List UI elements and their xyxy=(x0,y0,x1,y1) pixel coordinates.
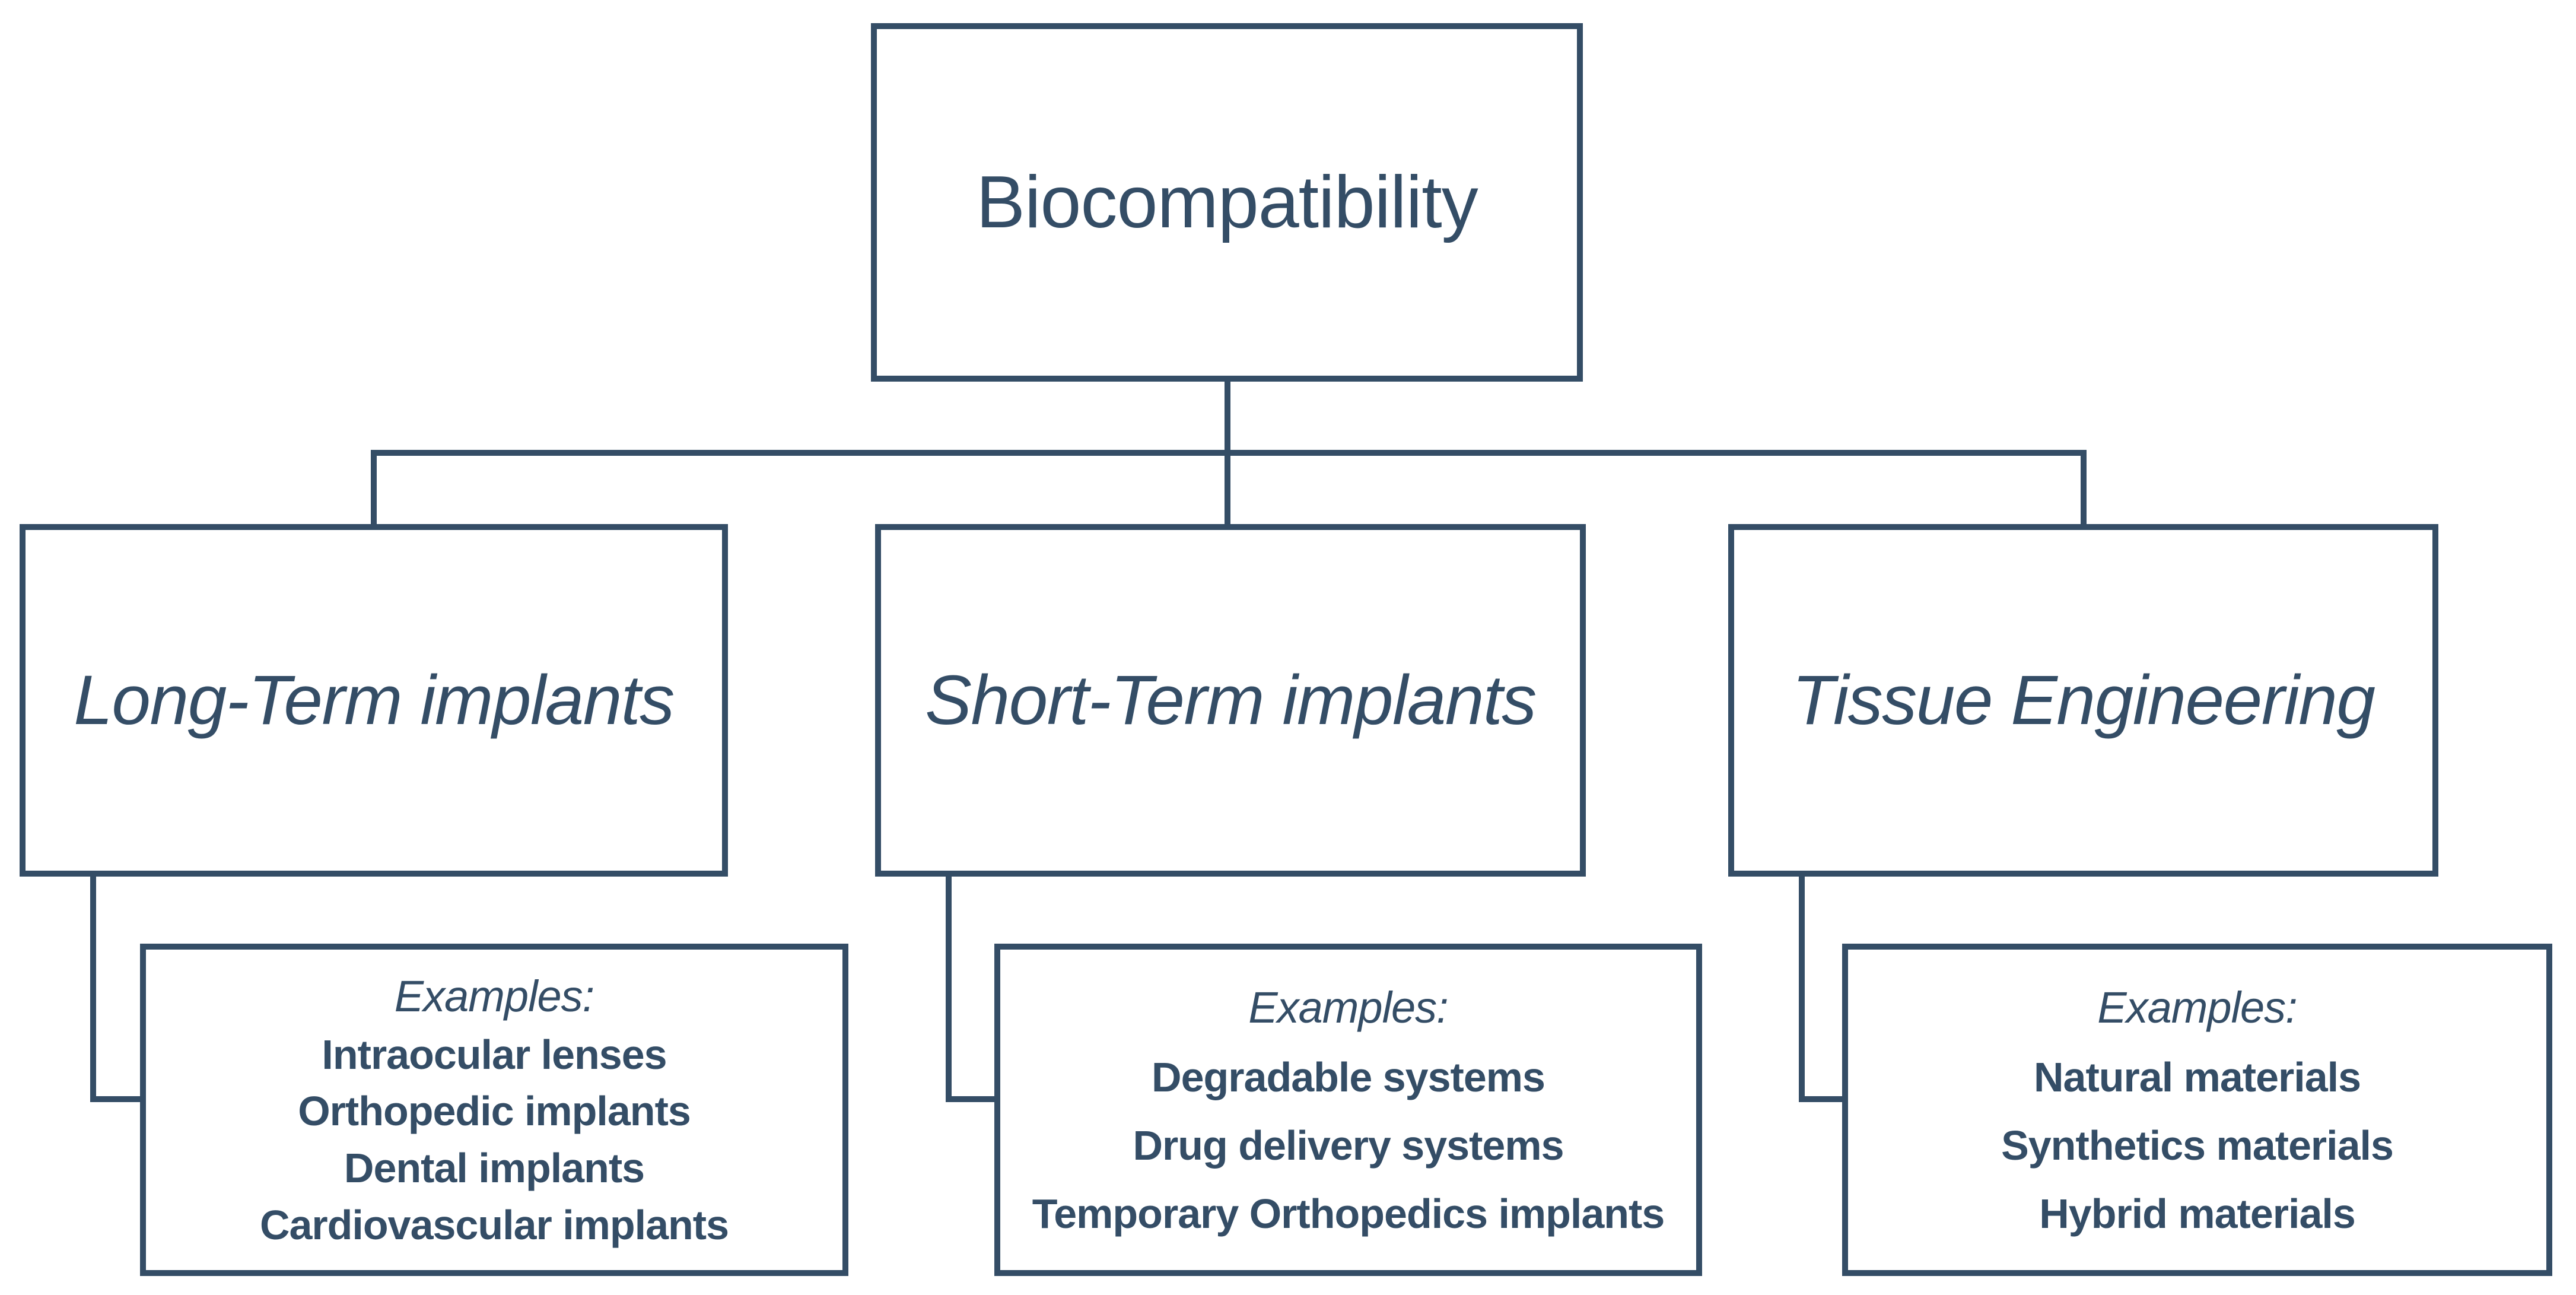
example-item: Temporary Orthopedics implants xyxy=(1032,1191,1665,1237)
example-item: Hybrid materials xyxy=(2039,1191,2356,1237)
connector-tissue-examples-horizontal xyxy=(1799,1096,1848,1102)
example-item: Cardiovascular implants xyxy=(259,1202,729,1249)
examples-short-term-implants: Examples: Degradable systems Drug delive… xyxy=(994,944,1702,1276)
example-item: Synthetics materials xyxy=(2001,1122,2394,1169)
node-short-term-implants: Short-Term implants xyxy=(875,524,1586,877)
example-item: Orthopedic implants xyxy=(298,1088,691,1135)
examples-heading: Examples: xyxy=(2097,983,2297,1032)
node-biocompatibility: Biocompatibility xyxy=(871,23,1583,382)
connector-rail xyxy=(371,450,2087,456)
connector-short-term-examples-vertical xyxy=(946,877,952,1102)
examples-heading: Examples: xyxy=(394,971,594,1021)
connector-tissue-examples-vertical xyxy=(1799,877,1805,1102)
example-item: Intraocular lenses xyxy=(322,1031,667,1078)
example-item: Dental implants xyxy=(344,1145,645,1192)
connector-long-term-examples-vertical xyxy=(90,877,96,1102)
connector-long-term-examples-horizontal xyxy=(90,1096,146,1102)
node-short-term-implants-label: Short-Term implants xyxy=(925,661,1537,739)
connector-short-term-examples-horizontal xyxy=(946,1096,1000,1102)
example-item: Degradable systems xyxy=(1152,1054,1545,1100)
node-long-term-implants-label: Long-Term implants xyxy=(74,661,675,739)
connector-drop-tissue xyxy=(2081,450,2087,524)
node-tissue-engineering-label: Tissue Engineering xyxy=(1792,661,2375,739)
node-long-term-implants: Long-Term implants xyxy=(20,524,728,877)
node-biocompatibility-label: Biocompatibility xyxy=(976,161,1478,243)
example-item: Drug delivery systems xyxy=(1133,1122,1564,1169)
example-item: Natural materials xyxy=(2033,1054,2361,1100)
examples-long-term-implants: Examples: Intraocular lenses Orthopedic … xyxy=(140,944,848,1276)
connector-drop-long-term xyxy=(371,450,377,524)
node-tissue-engineering: Tissue Engineering xyxy=(1728,524,2438,877)
examples-heading: Examples: xyxy=(1248,983,1448,1032)
examples-tissue-engineering: Examples: Natural materials Synthetics m… xyxy=(1842,944,2552,1276)
